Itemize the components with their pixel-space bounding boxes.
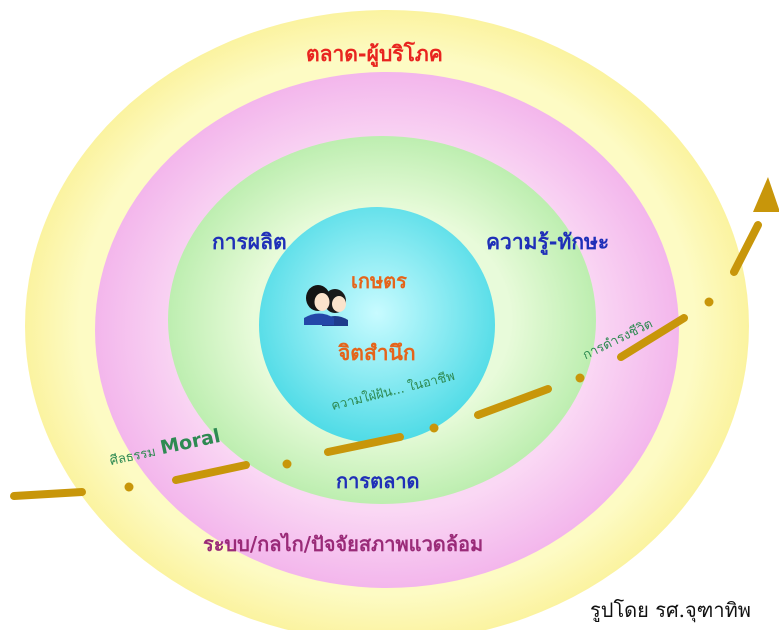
agriculture-label: เกษตร [351,269,407,293]
path-line [10,221,762,500]
consciousness-label: จิตสำนึก [338,341,416,365]
outer-ring-label: ตลาด-ผู้บริโภค [306,42,443,66]
people-icon [304,285,348,326]
credit-caption: รูปโดย รศ.จุฑาทิพ [590,598,751,622]
production-label: การผลิต [212,230,287,254]
path-dots [124,297,714,492]
marketing-label: การตลาด [336,469,420,493]
knowledge-skill-label: ความรู้-ทักษะ [486,230,610,254]
arrowhead-icon [753,177,779,212]
core-circle [259,207,495,443]
environment-label: ระบบ/กลไก/ปัจจัยสภาพแวดล้อม [203,532,484,556]
